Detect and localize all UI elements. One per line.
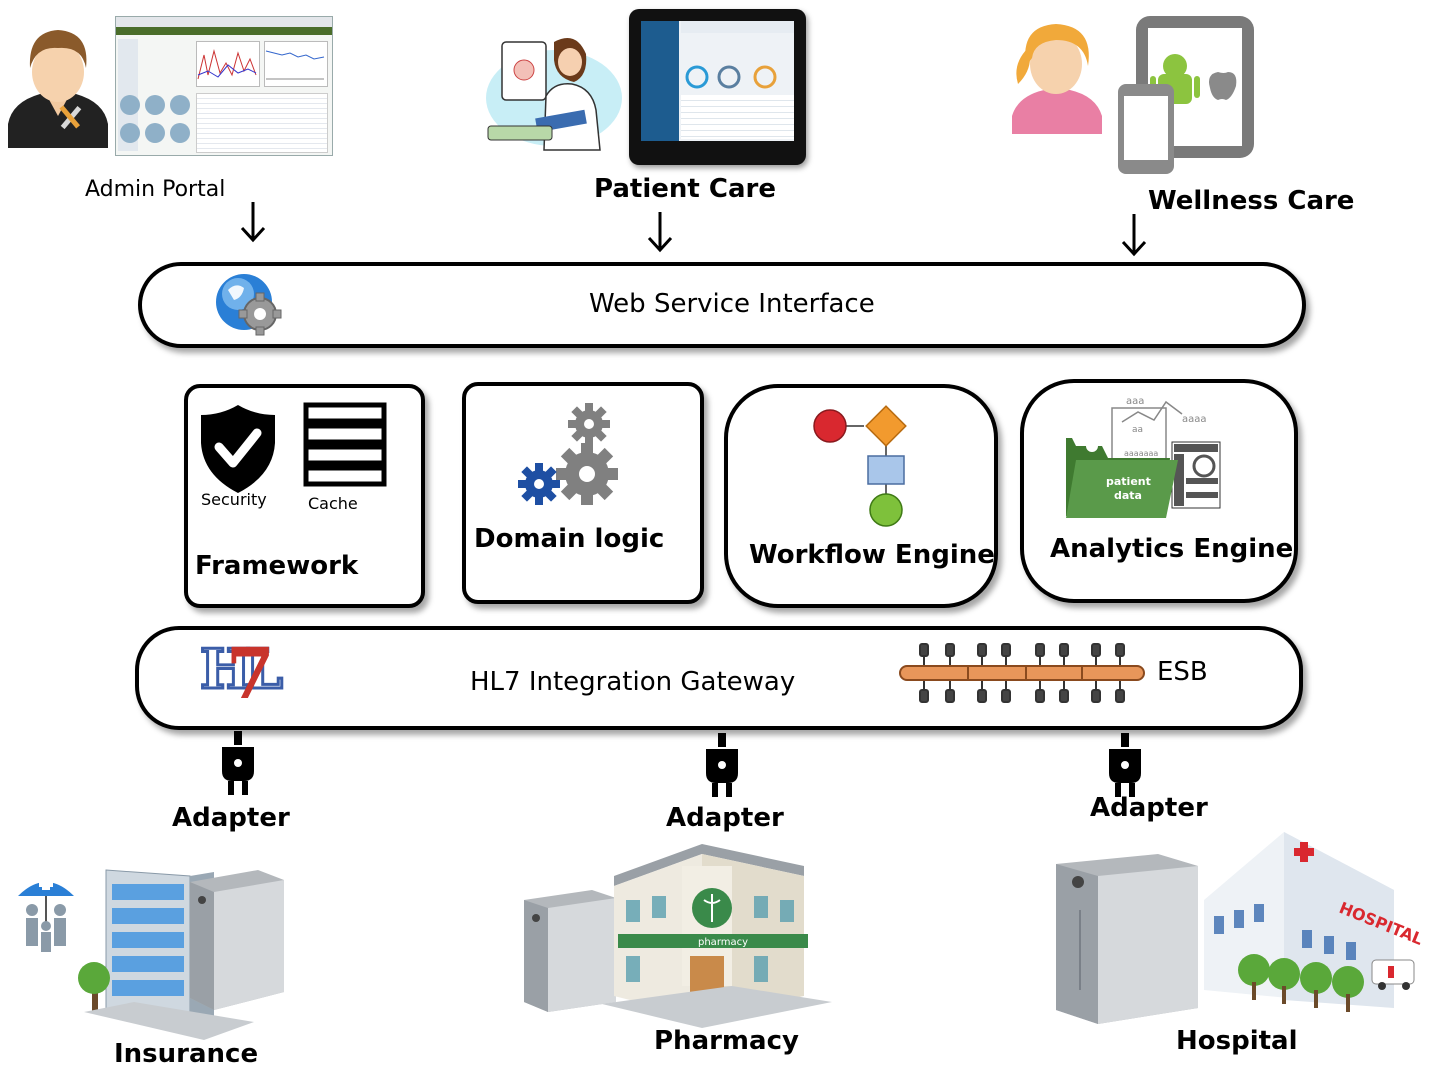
patient-data-label-1: patient [1106, 475, 1151, 488]
plug-icon-middle [706, 733, 738, 797]
adapter-middle-label: Adapter [666, 803, 784, 833]
workflow-icon [813, 405, 907, 527]
hospital-icon: HOSPITAL [1056, 832, 1426, 1024]
tablet-icon [629, 9, 806, 165]
svg-text:aaaaaaa: aaaaaaa [1124, 449, 1158, 458]
adapter-left-label: Adapter [172, 803, 290, 833]
admin-portal-label: Admin Portal [85, 177, 226, 202]
plug-icon-left [222, 731, 254, 795]
analytics-icon: aaa aaaa aa aaaaaaa patient data [1066, 396, 1221, 518]
patient-data-label-2: data [1114, 489, 1142, 502]
esb-label: ESB [1157, 657, 1208, 687]
arrow-wellness [1121, 214, 1147, 257]
svg-text:aa: aa [1132, 425, 1143, 435]
patient-care-label: Patient Care [594, 174, 776, 204]
web-service-label: Web Service Interface [589, 289, 875, 319]
workflow-engine-title: Workflow Engine [749, 540, 995, 570]
cache-label: Cache [308, 494, 358, 513]
framework-title: Framework [195, 551, 359, 581]
hl7-logo: HL 7 [199, 632, 290, 715]
database-stack-icon [303, 402, 387, 487]
pharmacy-icon: pharmacy [524, 844, 832, 1028]
svg-text:aaa: aaa [1126, 396, 1144, 407]
gears-icon [518, 403, 618, 505]
globe-gear-icon [216, 274, 282, 336]
hospital-label: Hospital [1176, 1026, 1298, 1056]
domain-logic-title: Domain logic [474, 524, 665, 554]
workflow-engine-box [724, 384, 998, 608]
analytics-engine-title: Analytics Engine [1050, 534, 1294, 564]
insurance-label: Insurance [114, 1039, 259, 1069]
plug-icon-right [1109, 733, 1141, 797]
svg-text:7: 7 [226, 632, 275, 715]
arrow-admin [240, 202, 266, 243]
mobile-devices-icon [1118, 16, 1254, 174]
dashboard-screenshot [115, 16, 333, 156]
pharmacy-label: Pharmacy [654, 1026, 799, 1056]
shield-check-icon [201, 405, 275, 493]
admin-user-icon [8, 30, 108, 148]
svg-text:aaaa: aaaa [1182, 414, 1207, 425]
security-label: Security [201, 490, 267, 509]
esb-icon [899, 643, 1145, 703]
insurance-icon [18, 869, 284, 1040]
pharmacy-sign: pharmacy [698, 937, 748, 948]
svg-text:HL: HL [200, 637, 282, 701]
wellness-user-icon [1012, 24, 1102, 134]
adapter-right-label: Adapter [1090, 793, 1208, 823]
arrow-patient [647, 212, 673, 253]
doctor-icon [486, 38, 622, 151]
web-service-interface [138, 262, 1306, 348]
hl7-gateway-label: HL7 Integration Gateway [470, 667, 796, 697]
wellness-care-label: Wellness Care [1148, 186, 1355, 216]
